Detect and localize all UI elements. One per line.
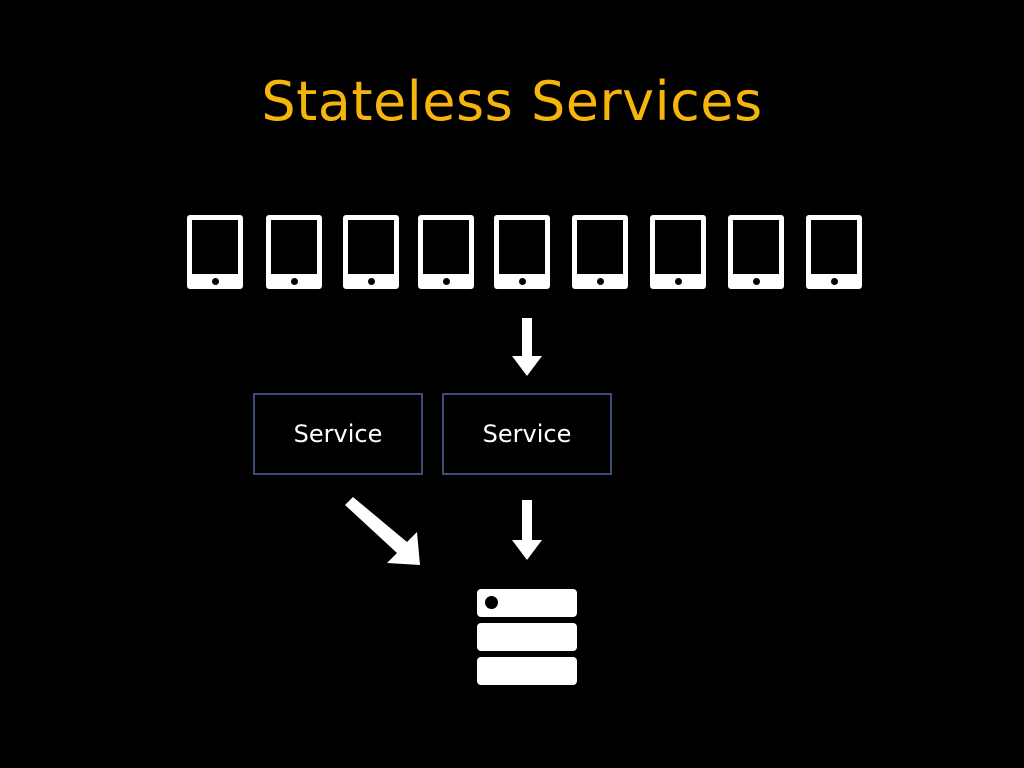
tablet-device-icon xyxy=(266,215,322,289)
tablet-device-icon xyxy=(572,215,628,289)
tablet-device-icon xyxy=(187,215,243,289)
server-slab xyxy=(477,589,577,617)
service-box-1: Service xyxy=(253,393,423,475)
server-slab xyxy=(477,657,577,685)
service-to-database-arrow-diagonal xyxy=(345,497,420,565)
service-label: Service xyxy=(482,420,572,448)
tablet-device-icon xyxy=(728,215,784,289)
tablet-device-icon xyxy=(806,215,862,289)
tablet-device-icon xyxy=(650,215,706,289)
server-led xyxy=(485,596,498,609)
clients-to-service-arrow xyxy=(512,318,542,376)
service-label: Service xyxy=(293,420,383,448)
server-slab xyxy=(477,623,577,651)
tablet-device-icon xyxy=(343,215,399,289)
service-to-database-arrow xyxy=(512,500,542,560)
service-box-2: Service xyxy=(442,393,612,475)
tablet-device-icon xyxy=(418,215,474,289)
slide-title: Stateless Services xyxy=(261,70,763,133)
tablet-device-icon xyxy=(494,215,550,289)
